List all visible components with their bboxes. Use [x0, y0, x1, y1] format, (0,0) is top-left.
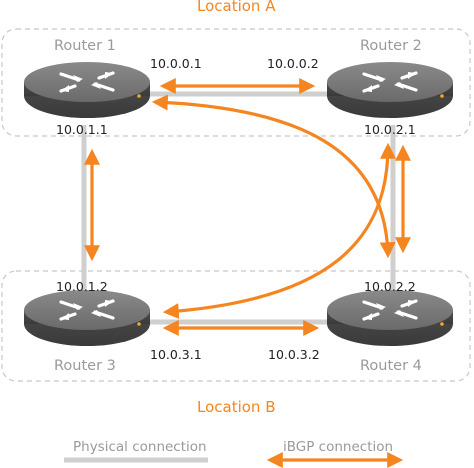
router-1-icon[interactable]	[22, 60, 152, 120]
interface-r4-to-r3: 10.0.3.2	[268, 347, 320, 362]
legend-physical-label: Physical connection	[73, 439, 207, 455]
interface-r2-to-r4: 10.0.2.1	[364, 122, 416, 137]
ibgp-link-r1-r4	[151, 94, 396, 259]
interface-r2-to-r1: 10.0.0.2	[267, 56, 319, 71]
interface-r3-to-r1: 10.0.1.2	[56, 279, 108, 294]
router-3-label: Router 3	[54, 358, 116, 374]
location-a-label: Location A	[197, 0, 276, 15]
router-1-label: Router 1	[54, 38, 116, 54]
interface-r1-to-r2: 10.0.0.1	[150, 56, 202, 71]
interface-r4-to-r2: 10.0.2.2	[364, 279, 416, 294]
router-4-label: Router 4	[360, 358, 422, 374]
location-b-label: Location B	[197, 398, 276, 416]
router-3-icon[interactable]	[22, 288, 152, 348]
router-4-icon[interactable]	[325, 288, 455, 348]
location-a-region	[1, 28, 471, 137]
legend-ibgp-label: iBGP connection	[283, 439, 394, 455]
router-2-label: Router 2	[360, 38, 422, 54]
interface-r1-to-r3: 10.0.1.1	[56, 122, 108, 137]
ibgp-link-r2-r3	[162, 142, 396, 320]
router-2-icon[interactable]	[325, 60, 455, 120]
interface-r3-to-r4: 10.0.3.1	[150, 347, 202, 362]
